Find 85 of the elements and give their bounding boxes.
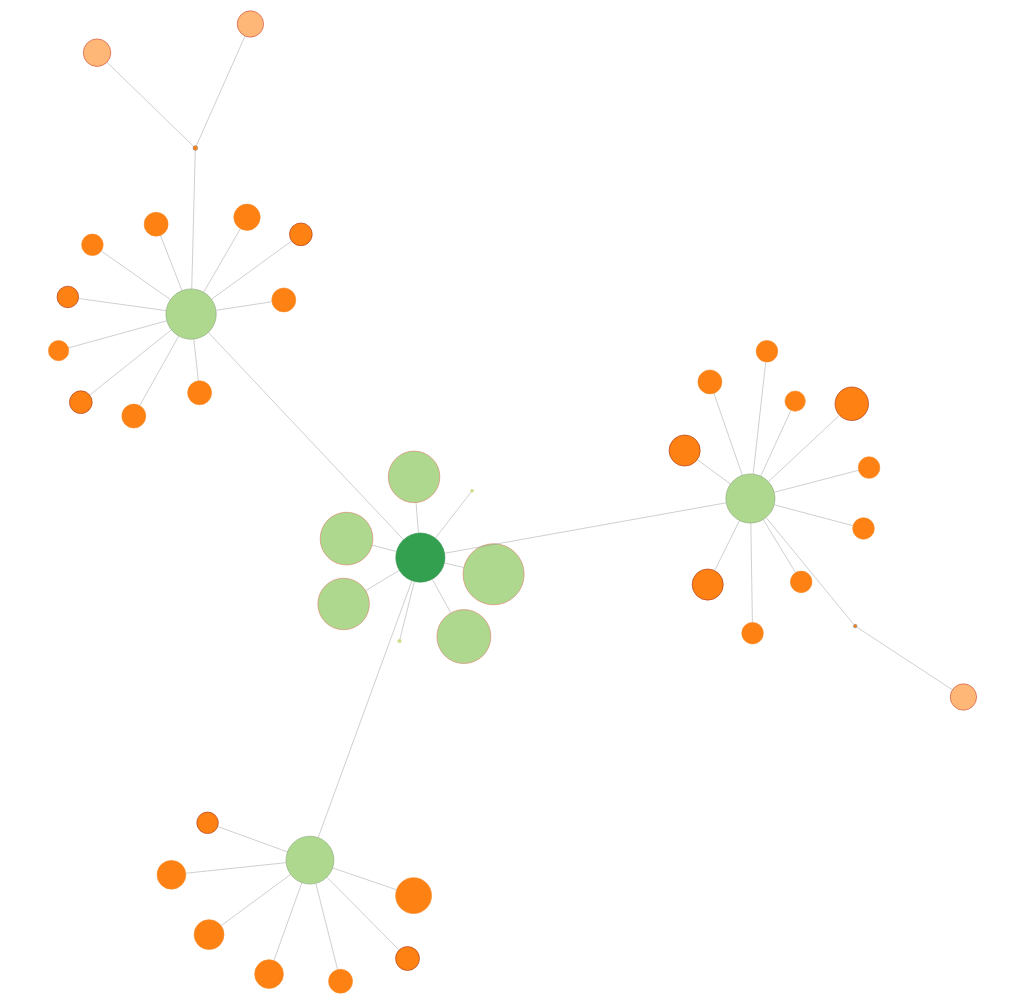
connector	[434, 491, 471, 539]
node-circle	[82, 38, 111, 67]
connector	[207, 332, 404, 540]
connector	[220, 874, 291, 926]
node-circle	[394, 877, 432, 914]
connector	[331, 867, 397, 890]
node-circle	[253, 959, 284, 989]
node-circle	[697, 369, 722, 395]
node-circle	[68, 390, 92, 414]
connector	[399, 581, 415, 640]
connector	[193, 338, 199, 382]
node-circle	[462, 543, 524, 606]
connector	[750, 522, 753, 623]
node-circle	[121, 403, 146, 429]
connector	[195, 35, 245, 146]
node-circle	[668, 434, 701, 467]
connector	[713, 393, 743, 476]
connector	[210, 240, 292, 300]
connector	[100, 250, 171, 300]
node-circle	[319, 511, 373, 566]
node-circle	[165, 288, 217, 340]
node-circle	[436, 609, 491, 664]
connector	[767, 415, 839, 482]
connector	[326, 877, 399, 951]
node-circle	[193, 919, 224, 950]
node-circle	[236, 10, 264, 38]
node-circle	[195, 811, 219, 834]
connector	[773, 470, 859, 493]
connector	[762, 519, 796, 573]
connector	[106, 62, 194, 147]
connector	[185, 862, 286, 874]
connector	[415, 502, 419, 534]
node-circle	[186, 380, 212, 406]
node-circle	[789, 570, 812, 593]
node-circle	[233, 203, 260, 231]
node-circle	[56, 285, 79, 309]
node-circle	[857, 456, 880, 479]
node-circle	[143, 211, 168, 237]
node-circle	[327, 968, 353, 994]
connector	[273, 882, 302, 961]
node-circle	[317, 577, 370, 631]
node-circle	[834, 386, 869, 421]
node-circle	[784, 390, 806, 412]
node-circle	[271, 287, 296, 313]
node-circle	[80, 233, 103, 256]
connector	[67, 320, 167, 349]
node-circle	[387, 450, 440, 503]
connector	[765, 517, 854, 625]
connector	[215, 301, 272, 311]
connector	[371, 544, 397, 552]
node-circle	[395, 532, 445, 583]
connector	[713, 520, 740, 571]
connector	[191, 150, 195, 290]
node-circle	[755, 340, 778, 363]
node-circle	[396, 638, 402, 644]
node-circle	[741, 622, 764, 645]
node-circle	[394, 946, 420, 971]
connector	[773, 504, 853, 526]
connector	[315, 883, 338, 970]
node-circle	[851, 517, 875, 540]
node-circle	[725, 473, 775, 524]
connector	[159, 235, 182, 291]
connector	[139, 335, 179, 406]
node-circle	[288, 222, 313, 247]
connector	[696, 459, 731, 485]
node-circle	[469, 489, 474, 493]
node-circle	[192, 145, 198, 151]
connector	[752, 361, 766, 475]
connector	[443, 562, 464, 568]
connector	[856, 626, 953, 690]
node-circle	[285, 835, 334, 885]
connector	[317, 580, 412, 838]
connector	[89, 329, 172, 396]
node-circle	[47, 340, 69, 362]
connector	[77, 298, 166, 311]
connector	[759, 410, 791, 477]
connector	[203, 228, 241, 293]
node-circle	[156, 860, 186, 890]
node-circle	[852, 624, 857, 629]
connector	[443, 502, 726, 554]
node-circle	[949, 683, 977, 711]
connector	[217, 826, 287, 853]
connector	[365, 570, 399, 591]
node-circle	[691, 568, 724, 601]
connector	[431, 578, 451, 613]
